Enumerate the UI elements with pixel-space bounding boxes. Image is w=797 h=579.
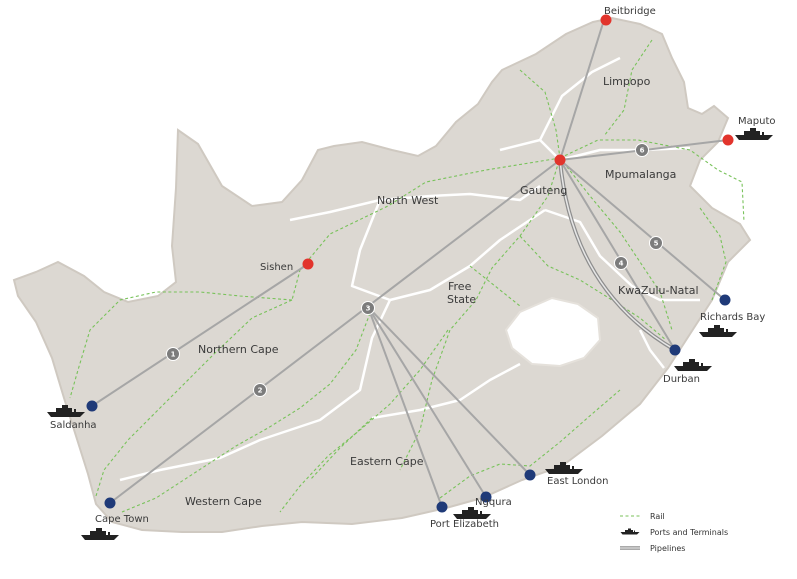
legend-rail-label: Rail	[650, 512, 665, 521]
region-label-kwazulu-natal: KwaZulu-Natal	[618, 284, 699, 297]
south-africa-landmass	[12, 16, 752, 533]
lesotho-enclave	[504, 296, 602, 368]
port-richards-bay	[719, 294, 731, 306]
node-beitbridge	[600, 14, 612, 26]
region-label-western-cape: Western Cape	[185, 495, 262, 508]
place-label-saldanha: Saldanha	[50, 420, 97, 431]
corridor-marker-3: 3	[361, 301, 375, 315]
place-label-cape-town: Cape Town	[95, 514, 149, 525]
port-east-london	[524, 469, 536, 481]
corridor-marker-2: 2	[253, 383, 267, 397]
node-maputo	[722, 134, 734, 146]
legend-pipelines-label: Pipelines	[650, 544, 685, 553]
port-port-elizabeth	[436, 501, 448, 513]
region-label-mpumalanga: Mpumalanga	[605, 168, 676, 181]
port-cape-town	[104, 497, 116, 509]
place-label-richards-bay: Richards Bay	[700, 312, 765, 323]
svg-text:1: 1	[171, 351, 176, 359]
place-label-port-elizabeth: Port Elizabeth	[430, 519, 499, 530]
region-label-limpopo: Limpopo	[603, 75, 651, 88]
legend: Rail Ports and Terminals Pipelines	[620, 512, 728, 553]
ship-icon	[674, 359, 712, 371]
svg-text:3: 3	[366, 305, 371, 313]
place-label-sishen: Sishen	[260, 262, 293, 273]
place-label-durban: Durban	[663, 374, 700, 385]
ship-icon	[735, 128, 773, 140]
place-label-beitbridge: Beitbridge	[604, 6, 656, 17]
svg-text:4: 4	[619, 260, 624, 268]
svg-text:2: 2	[258, 387, 263, 395]
place-label-maputo: Maputo	[738, 116, 775, 127]
ship-icon	[453, 507, 491, 519]
svg-text:5: 5	[654, 240, 659, 248]
pipelines	[558, 159, 677, 352]
region-label-north-west: North West	[377, 194, 439, 207]
svg-text:6: 6	[640, 147, 645, 155]
legend-ports-label: Ports and Terminals	[650, 528, 728, 537]
region-label-eastern-cape: Eastern Cape	[350, 455, 424, 468]
place-label-east-london: East London	[547, 476, 608, 487]
corridor-marker-4: 4	[614, 256, 628, 270]
corridor-marker-6: 6	[635, 143, 649, 157]
region-label-gauteng: Gauteng	[520, 184, 567, 197]
node-gauteng	[554, 154, 566, 166]
ship-icon	[620, 528, 640, 535]
ship-icon	[81, 528, 119, 540]
node-sishen	[302, 258, 314, 270]
region-label-free-state-2: State	[447, 293, 476, 306]
corridor-marker-5: 5	[649, 236, 663, 250]
port-ngqura	[480, 491, 492, 503]
port-saldanha	[86, 400, 98, 412]
region-label-free-state-1: Free	[448, 280, 472, 293]
port-durban	[669, 344, 681, 356]
corridor-marker-1: 1	[166, 347, 180, 361]
place-label-ngqura: Ngqura	[475, 497, 512, 508]
ship-icon	[699, 325, 737, 337]
region-label-northern-cape: Northern Cape	[198, 343, 279, 356]
